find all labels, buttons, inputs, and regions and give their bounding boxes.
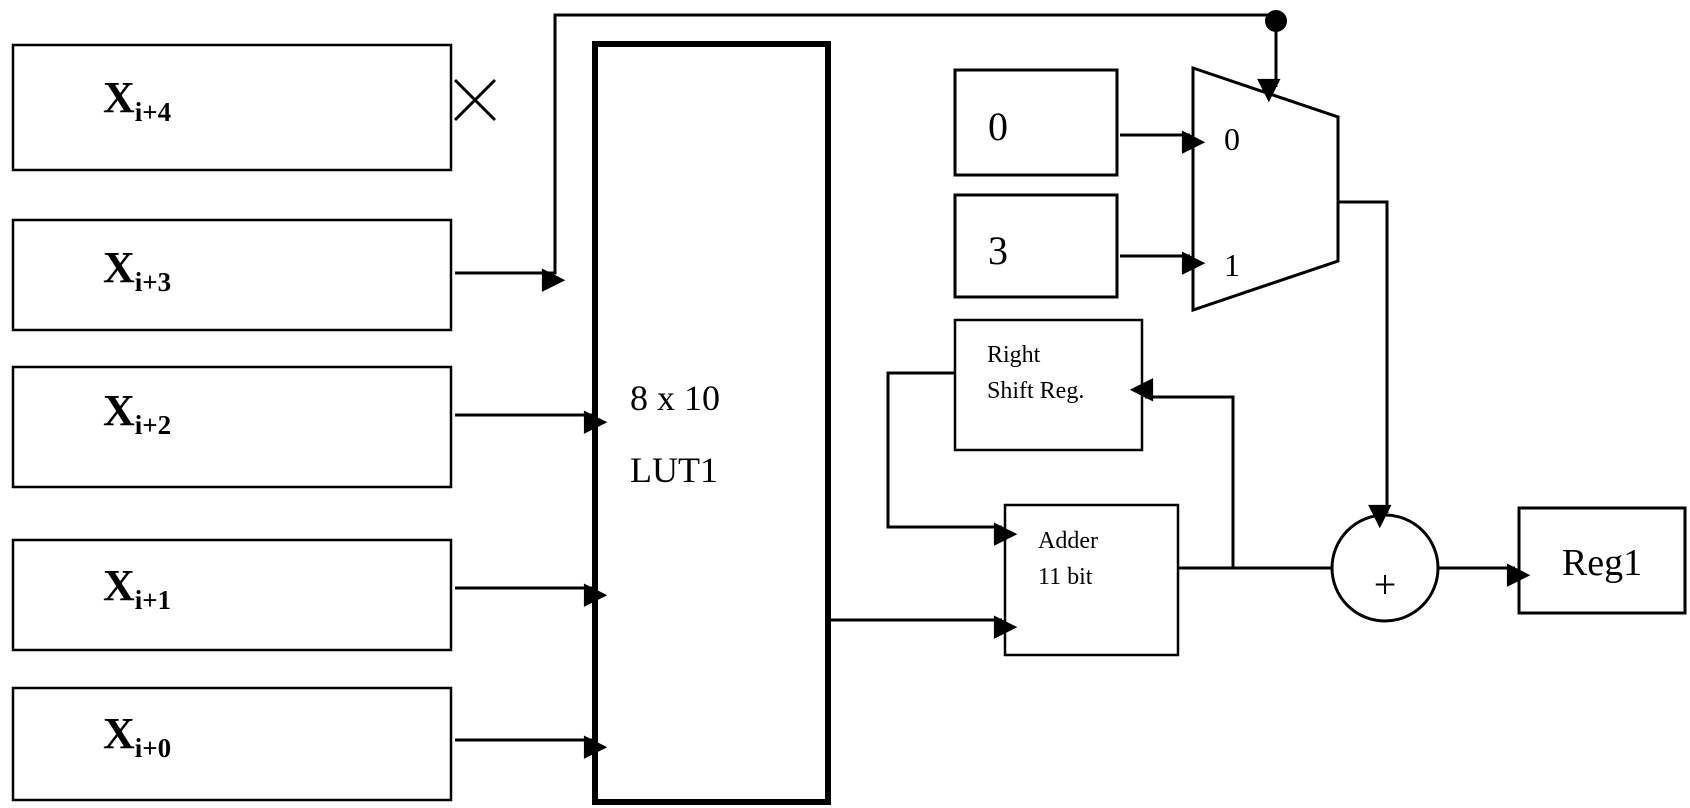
input-sub-x-i1: i+1 [135,585,171,615]
mux-input-0-label: 0 [1224,121,1240,157]
svg-text:Xi+0: Xi+0 [103,709,171,763]
multiplexer: 0 1 [1191,65,1340,313]
wire-adder-to-shift [1129,378,1235,568]
input-label-x-i1: X [103,561,135,610]
sum-symbol: + [1374,562,1397,607]
sum-node: + [1330,513,1440,623]
input-label-x-i3: X [103,243,135,292]
adder-11-bit: Adder 11 bit [1003,503,1180,657]
lut-block: 8 x 10 LUT1 [592,41,831,805]
input-sub-x-i0: i+0 [135,733,171,763]
input-sub-x-i2: i+2 [135,410,171,440]
input-register-x-i0: Xi+0 [11,686,453,802]
input-sub-x-i4: i+4 [135,97,171,127]
input-register-x-i4: Xi+4 [11,43,453,172]
constant-zero-register: 0 [953,68,1119,177]
svg-text:Xi+3: Xi+3 [103,243,171,297]
lut-name-label: LUT1 [630,450,718,490]
input-label-x-i2: X [103,386,135,435]
unconnected-cross-icon [453,78,497,122]
adder-label-line1: Adder [1038,528,1098,554]
svg-text:Xi+4: Xi+4 [103,73,171,127]
wire-x-i3-to-mux-select [550,13,1276,275]
wire-shift-to-adder [886,371,1018,546]
right-shift-register: Right Shift Reg. [953,318,1144,452]
input-register-x-i3: Xi+3 [11,218,453,332]
constant-three-register: 3 [953,193,1119,299]
constant-three-label: 3 [988,228,1008,273]
adder-label-line2: 11 bit [1038,564,1093,590]
input-label-x-i0: X [103,709,135,758]
output-register: Reg1 [1517,506,1687,615]
shift-reg-label-line2: Shift Reg. [987,378,1084,404]
shift-reg-label-line1: Right [987,342,1041,368]
output-register-label: Reg1 [1562,542,1642,584]
mux-input-1-label: 1 [1224,247,1240,283]
input-register-x-i1: Xi+1 [11,538,453,652]
lut-size-label: 8 x 10 [630,378,720,418]
svg-text:Xi+2: Xi+2 [103,386,171,440]
wire-mux-to-sum [1338,200,1392,529]
input-sub-x-i3: i+3 [135,267,171,297]
input-label-x-i4: X [103,73,135,122]
input-register-x-i2: Xi+2 [11,365,453,489]
svg-text:Xi+1: Xi+1 [103,561,171,615]
constant-zero-label: 0 [988,104,1008,149]
